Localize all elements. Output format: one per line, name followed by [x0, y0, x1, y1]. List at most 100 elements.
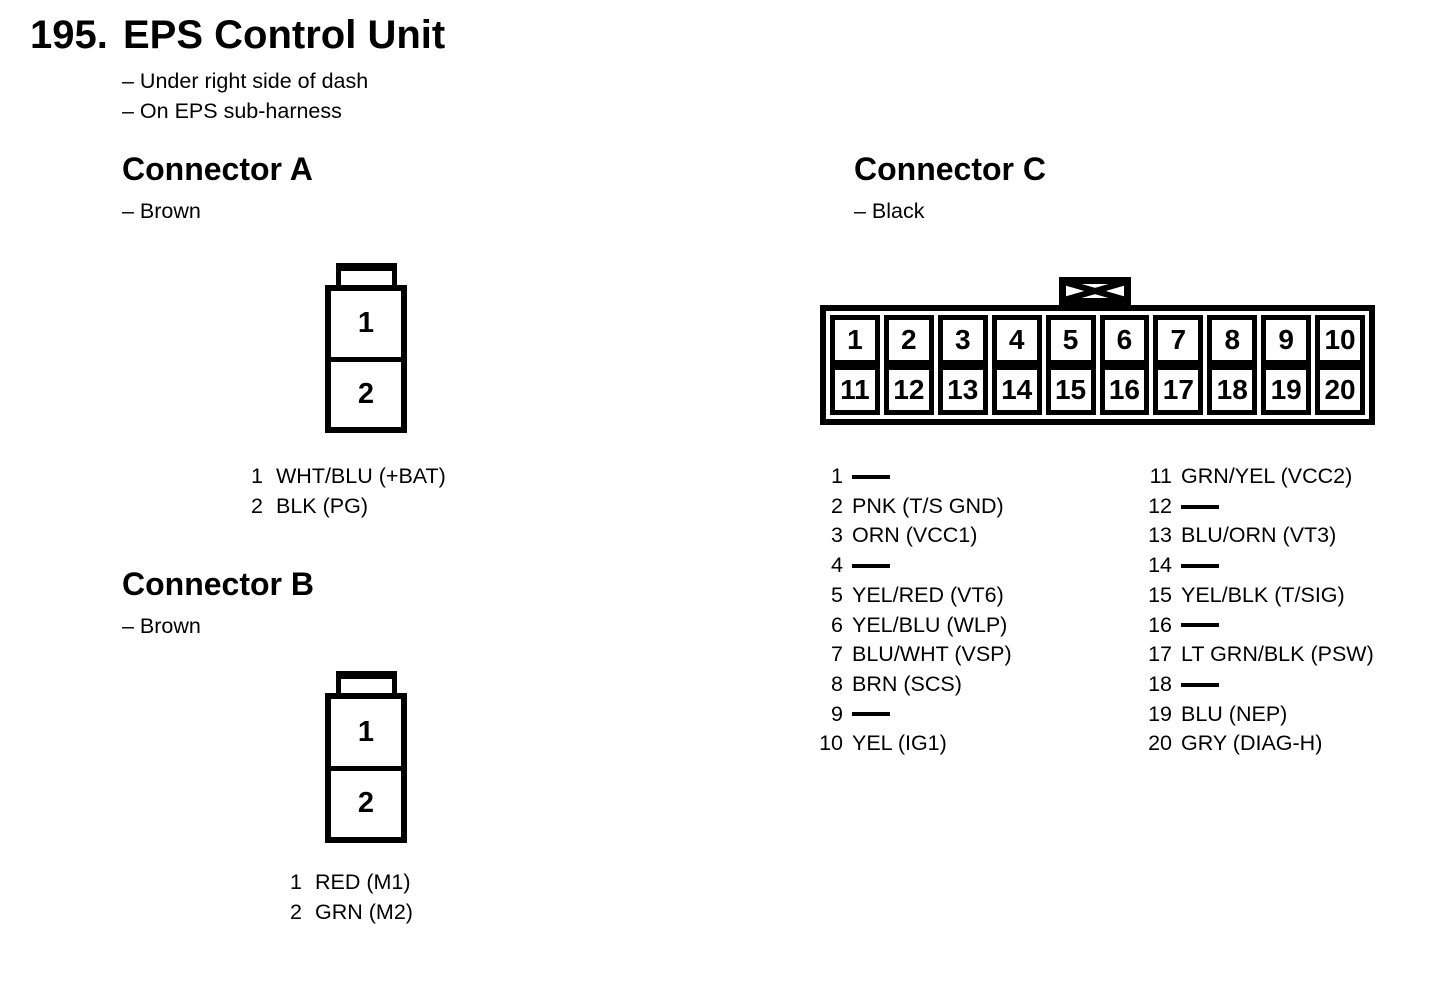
no-connection-dash	[852, 474, 890, 479]
connector-b-title: Connector B	[122, 566, 314, 602]
pin-number: 20	[1148, 731, 1172, 756]
pin-row: 1 WHT/BLU (+BAT)	[230, 461, 446, 491]
pin-label: WHT/BLU (+BAT)	[276, 464, 446, 488]
connector-c-cavity: 20	[1315, 365, 1365, 415]
connector-c-cavity: 2	[883, 315, 934, 365]
connector-c-cavity: 7	[1153, 315, 1204, 365]
location-note: – Under right side of dash	[122, 69, 369, 93]
no-connection-dash	[1181, 504, 1219, 509]
pin-row: 18	[1130, 670, 1374, 700]
connector-c-cavity: 14	[991, 365, 1042, 415]
pin-label: BLU/ORN (VT3)	[1181, 523, 1337, 548]
pin-row: 8 BRN (SCS)	[805, 670, 1012, 700]
connector-c-cavity: 11	[830, 365, 880, 415]
pin-row: 13 BLU/ORN (VT3)	[1130, 521, 1374, 551]
pin-label: LT GRN/BLK (PSW)	[1181, 642, 1374, 667]
pin-number: 13	[1148, 523, 1172, 548]
no-connection-dash	[1181, 682, 1219, 687]
connector-c-cavity: 12	[883, 365, 934, 415]
pin-number: 8	[831, 671, 843, 696]
pin-row: 15 YEL/BLK (T/SIG)	[1130, 581, 1374, 611]
connector-a-cavity: 1	[357, 307, 375, 340]
connector-c-pin-list-left: 1 2 PNK (T/S GND) 3 ORN (VCC1) 4 5 YEL/R…	[805, 462, 1012, 759]
pin-label: GRN/YEL (VCC2)	[1181, 464, 1353, 488]
pin-label: GRY (DIAG-H)	[1181, 731, 1323, 756]
connector-c-pin-list-right: 11 GRN/YEL (VCC2) 12 13 BLU/ORN (VT3) 14…	[1130, 462, 1374, 759]
connector-c-color: – Black	[854, 199, 925, 223]
pin-row: 20 GRY (DIAG-H)	[1130, 729, 1374, 759]
connector-c-cavity: 6	[1099, 315, 1150, 365]
pin-number: 5	[831, 582, 843, 607]
connector-c-cavity: 17	[1153, 365, 1204, 415]
connector-b-latch	[336, 671, 397, 693]
pin-row: 1 RED (M1)	[270, 867, 413, 897]
connector-a-cavity: 2	[331, 356, 401, 428]
no-connection-dash	[1181, 623, 1219, 628]
connector-c-cavity: 5	[1045, 315, 1096, 365]
pin-row: 4	[805, 551, 1012, 581]
pin-label: YEL/BLK (T/SIG)	[1181, 582, 1345, 607]
connector-b-drawing: 1 2	[325, 693, 407, 843]
pin-number: 1	[251, 464, 263, 488]
pin-row: 14	[1130, 551, 1374, 581]
pin-label: BLK (PG)	[276, 494, 368, 518]
pin-number: 10	[819, 731, 843, 756]
pin-label: ORN (VCC1)	[852, 523, 978, 548]
pin-row: 7 BLU/WHT (VSP)	[805, 640, 1012, 670]
connector-c-cavity: 19	[1261, 365, 1312, 415]
pin-label: YEL/BLU (WLP)	[852, 612, 1008, 637]
pin-number: 18	[1148, 671, 1172, 696]
pin-number: 1	[831, 464, 843, 488]
pin-row: 6 YEL/BLU (WLP)	[805, 611, 1012, 641]
connector-c-cavity: 4	[991, 315, 1042, 365]
connector-c-cavity: 8	[1207, 315, 1258, 365]
pin-row: 1	[805, 462, 1012, 492]
no-connection-dash	[852, 563, 890, 568]
connector-c-title: Connector C	[854, 151, 1046, 187]
pin-row: 2 BLK (PG)	[230, 491, 446, 521]
pin-row: 9	[805, 700, 1012, 730]
pin-number: 2	[251, 494, 263, 518]
pin-row: 19 BLU (NEP)	[1130, 700, 1374, 730]
connector-c-latch-icon	[1059, 277, 1131, 305]
connector-b-color: – Brown	[122, 614, 201, 638]
connector-a-pin-list: 1 WHT/BLU (+BAT) 2 BLK (PG)	[230, 461, 446, 521]
connector-c-cavity: 10	[1315, 315, 1365, 365]
connector-a-title: Connector A	[122, 151, 313, 187]
pin-number: 6	[831, 612, 843, 637]
connector-a-drawing: 1 2	[325, 285, 407, 433]
pin-number: 2	[290, 900, 302, 924]
pin-row: 17 LT GRN/BLK (PSW)	[1130, 640, 1374, 670]
connector-c-cavity: 1	[830, 315, 880, 365]
page-title: EPS Control Unit	[123, 13, 446, 57]
connector-c-cavity: 18	[1207, 365, 1258, 415]
pin-number: 7	[831, 642, 843, 667]
connector-c-cavity: 3	[937, 315, 988, 365]
pin-label: YEL/RED (VT6)	[852, 582, 1004, 607]
pin-row: 5 YEL/RED (VT6)	[805, 581, 1012, 611]
pin-row: 2 GRN (M2)	[270, 897, 413, 927]
connector-b-pin-list: 1 RED (M1) 2 GRN (M2)	[270, 867, 413, 927]
pin-number: 9	[831, 701, 843, 726]
pin-label: GRN (M2)	[315, 900, 413, 924]
location-notes: – Under right side of dash – On EPS sub-…	[122, 66, 368, 126]
pin-row: 16	[1130, 611, 1374, 641]
pin-number: 2	[831, 493, 843, 518]
pin-label: RED (M1)	[315, 870, 411, 894]
connector-b-cavity: 2	[331, 765, 401, 838]
pin-number: 19	[1148, 701, 1172, 726]
location-note: – On EPS sub-harness	[122, 99, 342, 123]
pin-label: BRN (SCS)	[852, 671, 962, 696]
pin-label: BLU (NEP)	[1181, 701, 1288, 726]
connector-a-latch	[336, 263, 397, 285]
connector-c-cavity: 9	[1261, 315, 1312, 365]
pin-row: 11 GRN/YEL (VCC2)	[1130, 462, 1374, 492]
pin-label: PNK (T/S GND)	[852, 493, 1004, 518]
pin-row: 10 YEL (IG1)	[805, 729, 1012, 759]
pin-row: 3 ORN (VCC1)	[805, 521, 1012, 551]
pin-number: 12	[1148, 493, 1172, 518]
section-number: 195.	[30, 13, 108, 57]
pin-number: 4	[831, 553, 843, 578]
connector-c-drawing: 1 2 3 4 5 6 7 8 9 10 11 12 13 14 15 16 1…	[820, 305, 1375, 425]
